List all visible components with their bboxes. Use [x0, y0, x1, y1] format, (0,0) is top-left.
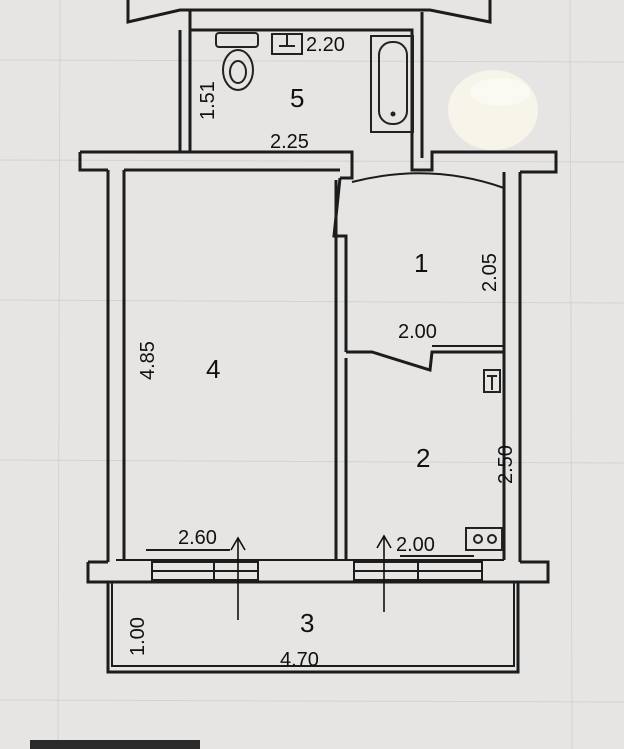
outer-walls	[78, 150, 558, 584]
smudge-mark	[448, 70, 538, 150]
room-balcony	[106, 582, 520, 674]
room-label-4: 4	[206, 354, 220, 384]
dim-kitchen-width: 2.00	[396, 534, 435, 556]
dim-hall-height: 2.05	[479, 253, 501, 292]
bathtub-icon	[370, 35, 414, 133]
cropped-caption	[30, 740, 200, 749]
dim-bath-height: 1.51	[197, 81, 219, 120]
sink-icon	[483, 369, 501, 393]
dim-balcony-height: 1.00	[127, 617, 149, 656]
room-label-2: 2	[416, 443, 430, 473]
stove-icon	[465, 527, 503, 551]
room-label-5: 5	[290, 83, 304, 113]
upper-wall-fragment	[126, 0, 492, 24]
room-bathroom	[178, 10, 424, 158]
dim-bath-width: 2.20	[306, 34, 345, 56]
washbasin-icon	[271, 33, 303, 55]
entry-arrows	[230, 534, 392, 620]
dim-balcony-width: 4.70	[280, 649, 319, 671]
dim-living-width: 2.60	[178, 527, 217, 549]
room-label-3: 3	[300, 608, 314, 638]
dim-hall-width: 2.00	[398, 321, 437, 343]
dim-bath-bottom: 2.25	[270, 131, 309, 153]
room-label-1: 1	[414, 248, 428, 278]
dim-living-height: 4.85	[137, 341, 159, 380]
room-living	[146, 180, 338, 560]
dim-kitchen-height: 2.50	[495, 445, 517, 484]
toilet-icon	[215, 32, 259, 91]
windows	[151, 561, 483, 581]
room-kitchen	[344, 358, 503, 560]
